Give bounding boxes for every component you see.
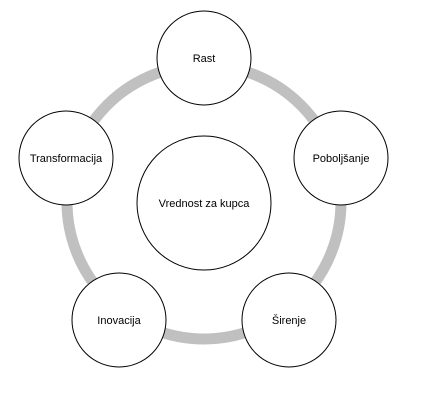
node-circle-rast bbox=[156, 10, 252, 106]
node-label-transformacija: Transformacija bbox=[30, 153, 103, 165]
node-label-poboljsanje: Poboljšanje bbox=[313, 153, 370, 165]
node-rast: Rast bbox=[156, 10, 252, 106]
node-circle-transformacija bbox=[18, 110, 114, 206]
node-poboljsanje: Poboljšanje bbox=[293, 110, 389, 206]
node-circle-inovacija bbox=[71, 272, 167, 368]
node-circle-poboljsanje bbox=[293, 110, 389, 206]
node-sirenje: Širenje bbox=[241, 272, 337, 368]
node-inovacija: Inovacija bbox=[71, 272, 167, 368]
center-circle bbox=[136, 135, 272, 271]
node-circle-sirenje bbox=[241, 272, 337, 368]
node-transformacija: Transformacija bbox=[18, 110, 114, 206]
node-label-inovacija: Inovacija bbox=[97, 315, 141, 327]
node-label-sirenje: Širenje bbox=[272, 314, 306, 327]
center-label: Vrednost za kupca bbox=[159, 198, 251, 210]
node-label-rast: Rast bbox=[193, 53, 216, 65]
